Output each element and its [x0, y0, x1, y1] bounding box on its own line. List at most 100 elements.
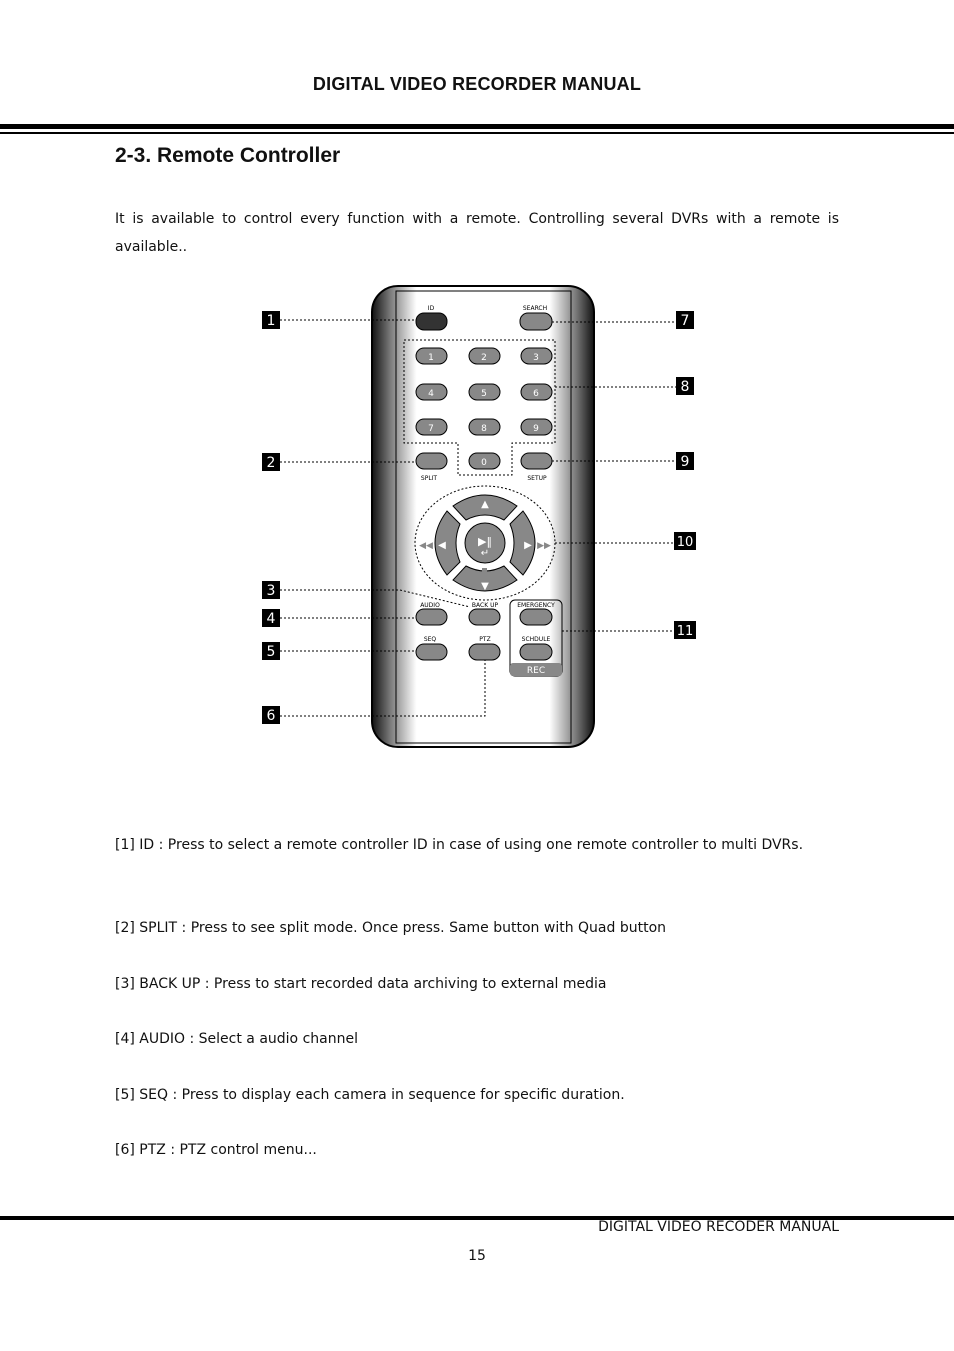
callout-number-8: 8 [681, 379, 690, 395]
nav-down-icon: ▼ [481, 581, 489, 592]
description-backup: [3] BACK UP : Press to start recorded da… [115, 976, 607, 992]
fast-forward-icon: ▶▶ [537, 541, 551, 551]
digit-button-8[interactable] [468, 418, 501, 436]
description-audio: [4] AUDIO : Select a audio channel [115, 1031, 358, 1047]
digit-label-5: 5 [481, 389, 487, 399]
digit-button-4[interactable] [415, 383, 448, 401]
digit-label-9: 9 [533, 424, 539, 434]
callout-number-2: 2 [267, 455, 276, 471]
callout-badge-8 [676, 377, 694, 395]
header-title: DIGITAL VIDEO RECORDER MANUAL [312, 74, 642, 94]
digit-label-2: 2 [481, 353, 487, 363]
callout-badge-9 [676, 452, 694, 470]
callout-badge-11 [674, 621, 696, 639]
nav-enter-button[interactable] [464, 522, 506, 564]
callout-number-5: 5 [267, 644, 276, 660]
backup-label: BACK UP [472, 602, 499, 609]
digit-button-1[interactable] [415, 347, 448, 365]
footer-text: DIGITAL VIDEO RECODER MANUAL [598, 1219, 839, 1235]
split-label: SPLIT [421, 475, 438, 482]
audio-button[interactable] [415, 608, 448, 626]
callout-badges: 1 2 3 4 5 6 7 8 9 10 11 [262, 311, 696, 724]
setup-button[interactable] [520, 452, 553, 470]
remote-controller-diagram: ID SEARCH 1 2 3 4 5 6 7 8 9 0 SPLIT SETU… [262, 285, 696, 748]
play-pause-icon: ▶‖ [478, 535, 492, 548]
callout-badge-10 [674, 532, 696, 550]
split-button[interactable] [415, 452, 448, 470]
nav-left-button[interactable] [434, 510, 461, 576]
leader-line-3 [280, 589, 471, 608]
nav-up-button[interactable] [452, 494, 518, 521]
callout-number-9: 9 [681, 454, 690, 470]
digit-button-2[interactable] [468, 347, 501, 365]
stop-icon [482, 568, 487, 573]
digit-group-outline [403, 339, 556, 476]
header-rule-thin [0, 132, 954, 134]
digit-button-0[interactable] [468, 452, 501, 470]
nav-left-icon: ◀ [438, 540, 446, 551]
callout-number-7: 7 [681, 313, 690, 329]
rec-band [510, 663, 562, 676]
callout-number-1: 1 [267, 313, 276, 329]
schedule-label: SCHDULE [522, 636, 551, 643]
section-title: 2-3. Remote Controller [115, 144, 341, 167]
nav-up-icon: ▲ [481, 499, 489, 510]
callout-badge-2 [262, 453, 280, 471]
callout-number-3: 3 [267, 583, 276, 599]
remote-body [371, 285, 595, 748]
callout-badge-4 [262, 609, 280, 627]
digit-button-6[interactable] [520, 383, 553, 401]
page-number: 15 [468, 1248, 486, 1264]
header-rule-thick [0, 124, 954, 129]
emergency-label: EMERGENCY [517, 602, 555, 609]
intro-paragraph: It is available to control every functio… [115, 211, 839, 255]
ptz-button[interactable] [468, 643, 501, 661]
nav-down-button[interactable] [452, 565, 518, 592]
ptz-label: PTZ [479, 636, 490, 643]
id-label: ID [428, 305, 435, 312]
callout-number-6: 6 [267, 708, 276, 724]
digit-button-5[interactable] [468, 383, 501, 401]
digit-button-9[interactable] [520, 418, 553, 436]
nav-right-button[interactable] [509, 510, 536, 576]
seq-label: SEQ [424, 636, 437, 643]
description-id: [1] ID : Press to select a remote contro… [115, 837, 804, 853]
description-ptz: [6] PTZ : PTZ control menu... [115, 1142, 317, 1158]
digit-label-7: 7 [428, 424, 434, 434]
description-seq: [5] SEQ : Press to display each camera i… [115, 1087, 625, 1103]
audio-label: AUDIO [420, 602, 440, 609]
rec-label: REC [527, 666, 545, 676]
setup-label: SETUP [527, 475, 547, 482]
callout-badge-3 [262, 581, 280, 599]
emergency-button[interactable] [519, 608, 553, 626]
digit-label-4: 4 [428, 389, 434, 399]
schedule-button[interactable] [519, 643, 553, 661]
rewind-icon: ◀◀ [419, 541, 433, 551]
digit-label-1: 1 [428, 353, 434, 363]
digit-label-6: 6 [533, 389, 539, 399]
backup-button[interactable] [468, 608, 501, 626]
seq-button[interactable] [415, 643, 448, 661]
digit-label-8: 8 [481, 424, 487, 434]
callout-badge-1 [262, 311, 280, 329]
digit-button-3[interactable] [520, 347, 553, 365]
leader-line-6 [280, 660, 486, 717]
callout-badge-7 [676, 311, 694, 329]
nav-right-icon: ▶ [524, 540, 532, 551]
digit-buttons: 1 2 3 4 5 6 7 8 9 0 [415, 347, 553, 470]
digit-label-3: 3 [533, 353, 539, 363]
remote-inner-panel [395, 290, 572, 744]
callout-number-10: 10 [677, 535, 694, 550]
digit-label-0: 0 [481, 458, 487, 468]
footer-rule [0, 1216, 954, 1220]
search-label: SEARCH [523, 305, 547, 312]
callout-badge-6 [262, 706, 280, 724]
digit-button-7[interactable] [415, 418, 448, 436]
callout-number-11: 11 [677, 624, 694, 639]
enter-icon: ↵ [481, 548, 489, 559]
id-button[interactable] [415, 312, 448, 331]
callout-leader-lines [280, 319, 676, 717]
search-button[interactable] [519, 312, 553, 331]
callout-number-4: 4 [267, 611, 276, 627]
callout-badge-5 [262, 642, 280, 660]
